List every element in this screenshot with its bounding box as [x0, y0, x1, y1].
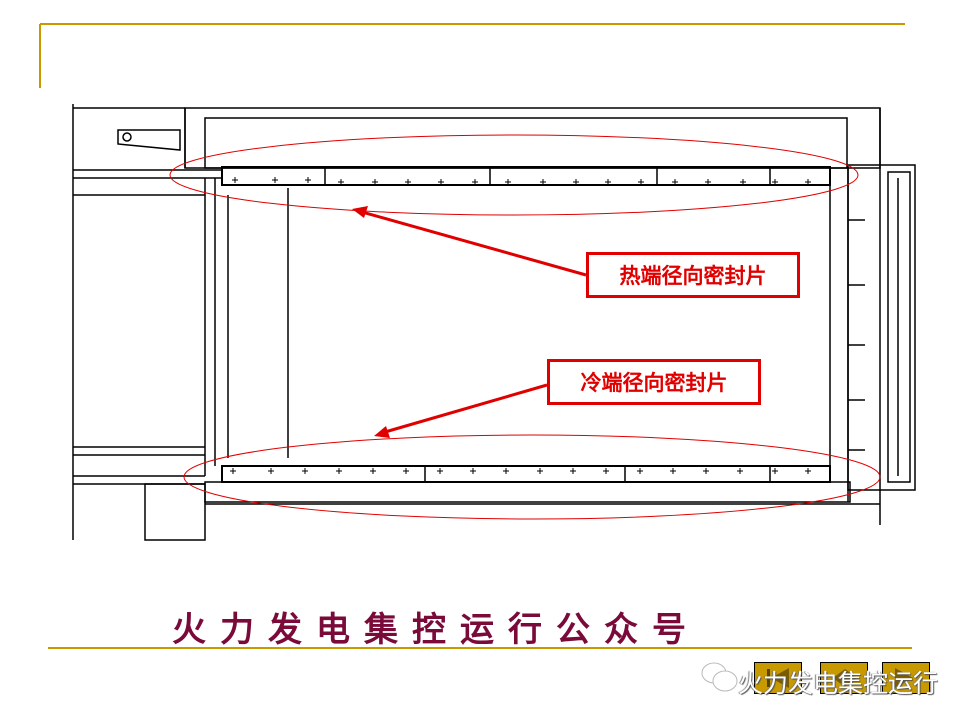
next-button[interactable] — [882, 662, 930, 694]
hot-end-radial-seal-label: 热端径向密封片 — [586, 252, 800, 298]
watermark: 火力发电集控运行 — [738, 669, 939, 698]
return-icon — [833, 669, 857, 687]
hot-end-ellipse — [169, 134, 859, 216]
cold-end-arrow — [384, 383, 548, 434]
hot-end-arrow — [361, 210, 587, 277]
bolt-marks — [230, 177, 811, 474]
previous-icon — [767, 668, 789, 688]
seal-diagram — [72, 104, 916, 541]
cold-end-radial-seal-label: 冷端径向密封片 — [547, 359, 761, 405]
previous-button[interactable] — [754, 662, 802, 694]
cold-end-ellipse — [183, 434, 881, 520]
slide-decoration — [39, 23, 912, 649]
home-button[interactable] — [820, 662, 868, 694]
annotations — [169, 134, 881, 520]
next-icon — [895, 668, 913, 688]
footer-title: 火力发电集控运行公众号 — [172, 610, 700, 650]
wechat-icon — [701, 662, 738, 692]
